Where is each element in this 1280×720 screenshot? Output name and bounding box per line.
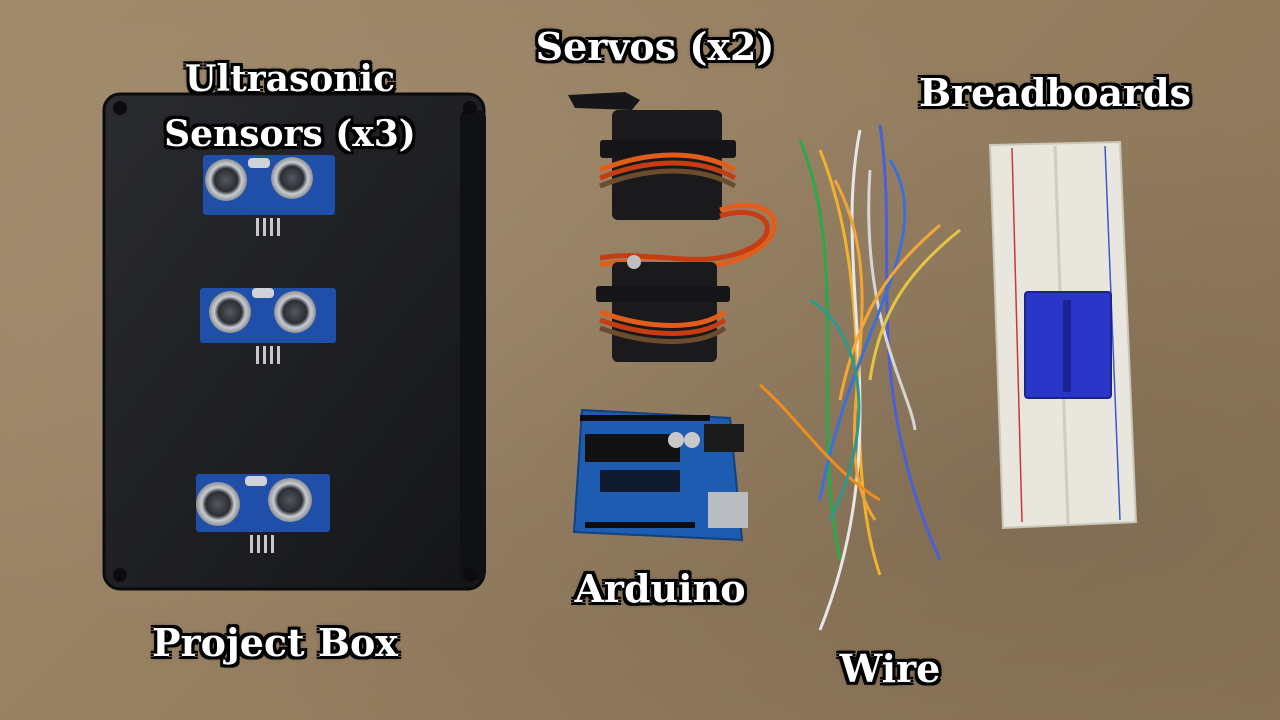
wire-caption: Wire xyxy=(839,646,941,691)
ultrasonic-caption-line1: Ultrasonic xyxy=(184,58,396,100)
mini-breadboard xyxy=(1024,291,1112,399)
servo-motor xyxy=(596,255,730,362)
ultrasonic-sensors-caption: Ultrasonic Sensors (x3) xyxy=(130,52,450,162)
breadboards-caption: Breadboards xyxy=(918,70,1192,115)
jumper-wires xyxy=(759,124,961,631)
ultrasonic-sensor xyxy=(203,155,335,236)
arduino-caption: Arduino xyxy=(574,566,746,611)
project-box-caption: Project Box xyxy=(152,620,398,665)
ultrasonic-sensor xyxy=(200,288,336,364)
arduino-board xyxy=(572,408,748,542)
ultrasonic-sensor xyxy=(196,474,330,553)
ultrasonic-caption-line2: Sensors (x3) xyxy=(164,113,416,155)
servo-motor xyxy=(568,92,777,270)
servos-caption: Servos (x2) xyxy=(535,24,775,69)
